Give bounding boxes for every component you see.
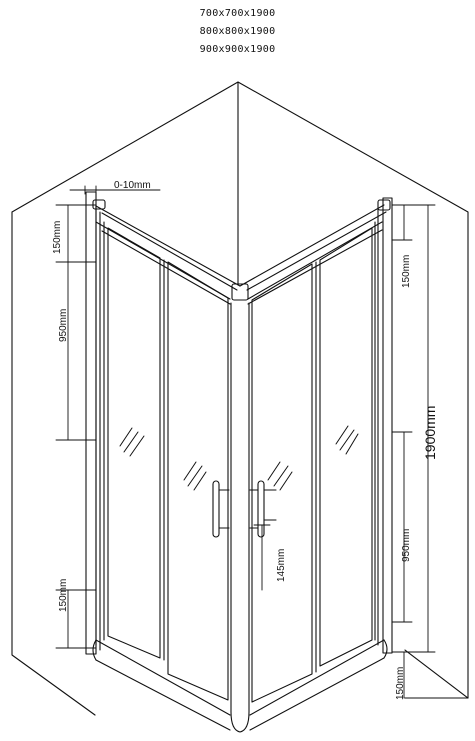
dim-left-bottom: 150mm [58, 579, 69, 612]
gap-dimension-label: 0-10mm [114, 180, 151, 191]
dim-total-height: 1900mm [422, 406, 438, 460]
size-option-1: 700x700x1900 [199, 8, 276, 19]
top-rail-right [239, 204, 387, 305]
left-wall-profile [85, 191, 106, 655]
handle-dimension: 145mm [253, 524, 287, 591]
left-glass-panels [107, 227, 229, 701]
dim-left-top: 150mm [52, 221, 63, 254]
right-wall-profile [374, 197, 393, 654]
right-dimensions: 150mm 950mm 150mm 1900mm [391, 204, 438, 700]
left-dimensions: 150mm 950mm 150mm [52, 204, 97, 649]
dim-right-top: 150mm [401, 255, 412, 288]
dim-right-bottom: 150mm [395, 667, 406, 700]
dim-handle-height: 145mm [276, 549, 287, 582]
glass-reflection-marks [119, 425, 359, 491]
wall-outline [11, 81, 469, 716]
dim-left-mid: 950mm [58, 309, 69, 342]
door-handle-left [212, 480, 230, 538]
corner-post [230, 283, 250, 733]
size-option-2: 800x800x1900 [199, 26, 276, 37]
dim-right-mid: 950mm [401, 529, 412, 562]
gap-dimension: 0-10mm [69, 180, 161, 195]
door-handle-right [249, 480, 277, 538]
bottom-rail [92, 639, 388, 731]
top-rail-left [95, 205, 241, 305]
size-option-3: 900x900x1900 [199, 44, 276, 55]
right-glass-panels [251, 227, 373, 703]
